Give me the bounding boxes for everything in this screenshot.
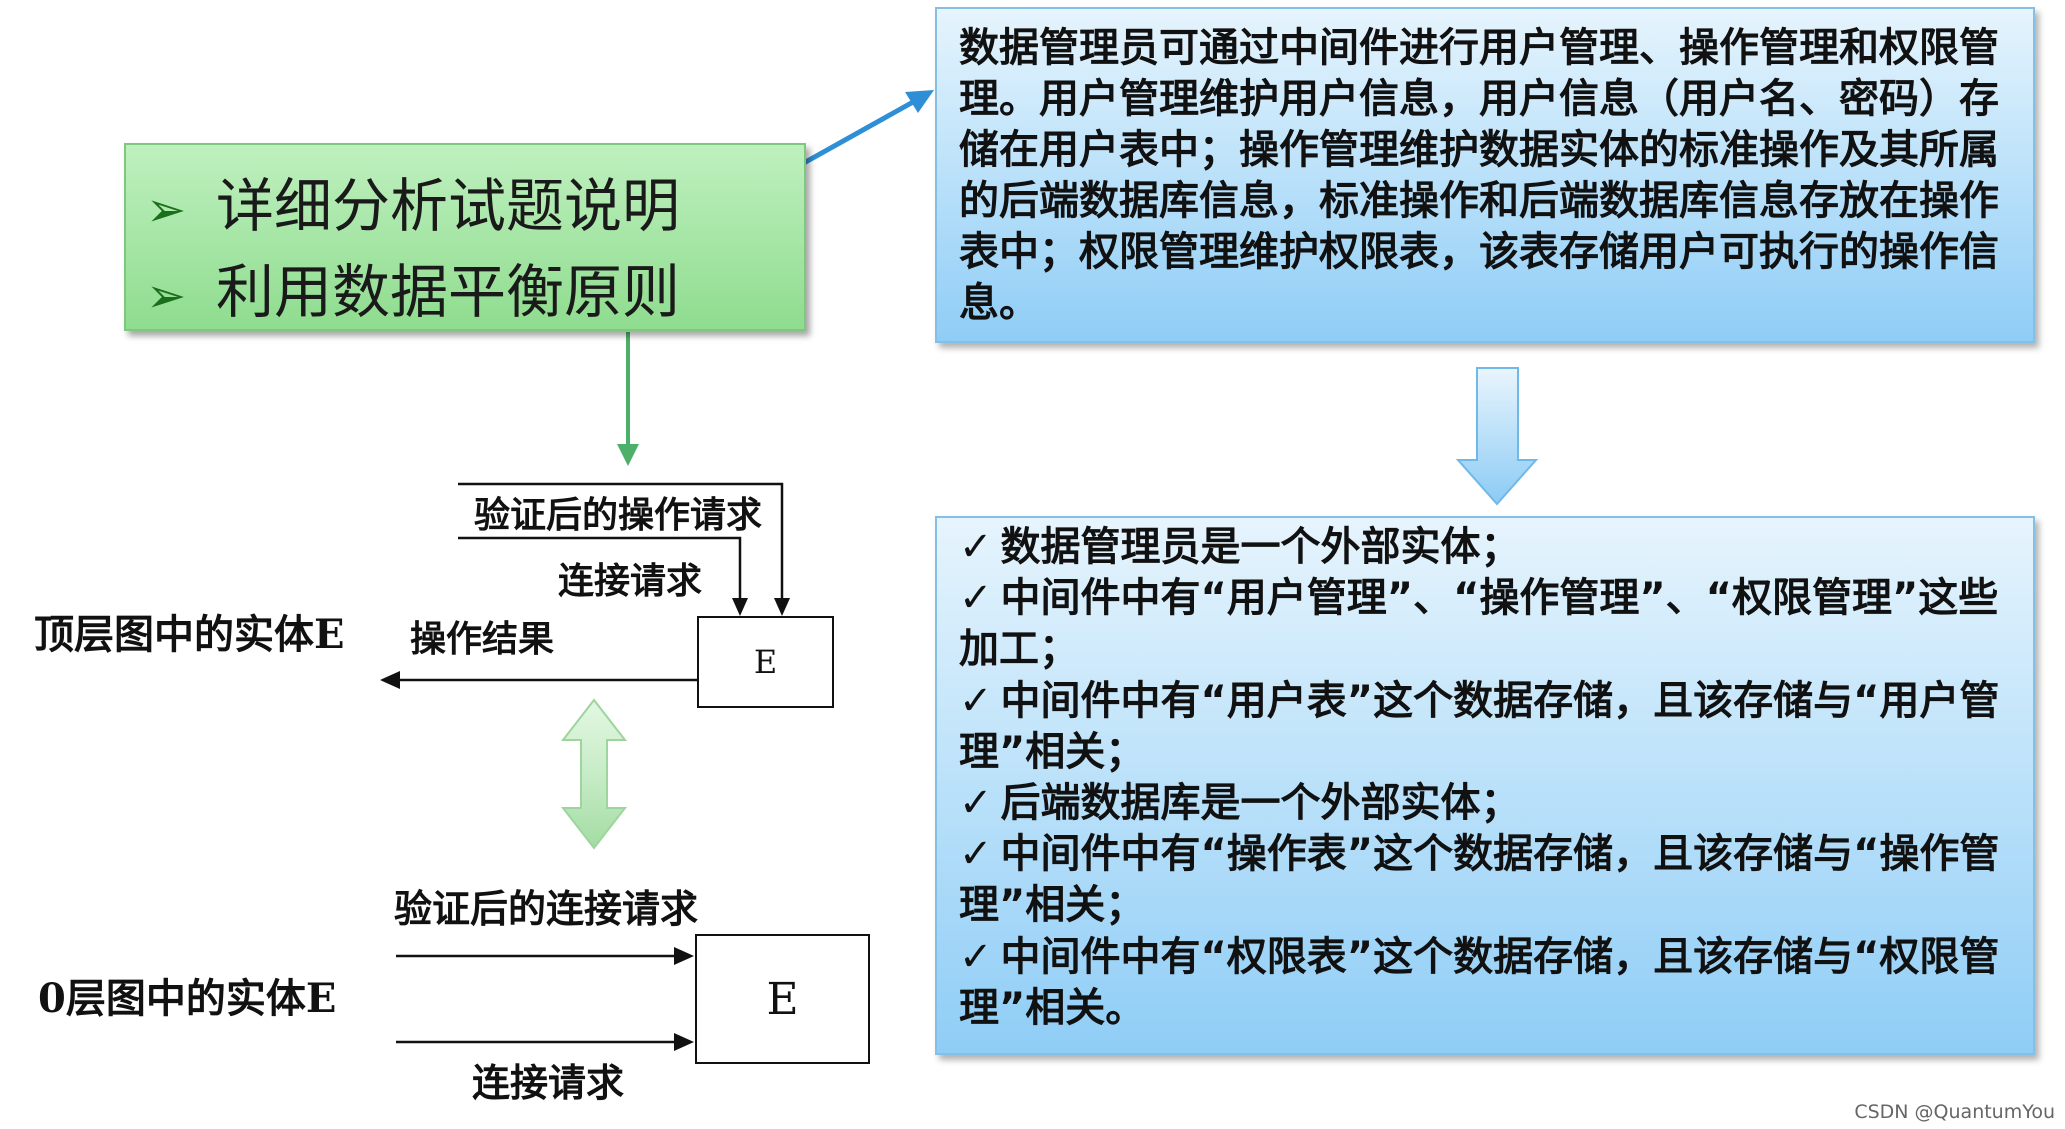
flow-label-verified-op: 验证后的操作请求: [474, 494, 763, 536]
analysis-item: ✓中间件中有“用户管理”、“操作管理”、“权限管理”这些加工；: [959, 575, 1999, 673]
check-icon: ✓: [959, 831, 993, 878]
flow-label-connect-0: 连接请求: [472, 1060, 625, 1105]
arrow-bullet-icon: ➢: [146, 268, 187, 324]
flow-connect-line: [458, 536, 748, 616]
analysis-item: ✓中间件中有“权限表”这个数据存储，且该存储与“权限管理”相关。: [959, 933, 2000, 1031]
top-level-caption: 顶层图中的实体E: [34, 611, 345, 658]
analysis-item: ✓数据管理员是一个外部实体；: [959, 524, 1521, 570]
down-arrow-icon: [617, 332, 639, 466]
level0-caption: 0层图中的实体E: [38, 975, 337, 1022]
analysis-item: ✓中间件中有“操作表”这个数据存储，且该存储与“操作管理”相关；: [959, 831, 2000, 929]
block-down-arrow-icon: [1455, 367, 1539, 506]
check-icon: ✓: [959, 933, 993, 980]
check-icon: ✓: [959, 780, 993, 827]
check-icon: ✓: [959, 524, 993, 570]
arrow-bullet-icon: ➢: [146, 182, 187, 238]
flow-label-connect: 连接请求: [558, 560, 703, 602]
check-icon: ✓: [959, 677, 993, 724]
flow-verified-op-line: [458, 482, 790, 616]
hint-item: ➢详细分析试题说明: [146, 172, 681, 240]
flow-label-verified-connect: 验证后的连接请求: [394, 886, 699, 931]
double-arrow-icon: [560, 698, 628, 850]
hint-box: ➢详细分析试题说明 ➢利用数据平衡原则: [124, 143, 806, 331]
problem-description-box: 数据管理员可通过中间件进行用户管理、操作管理和权限管理。用户管理维护用户信息，用…: [935, 7, 2035, 343]
flow-label-result: 操作结果: [410, 618, 555, 660]
flow-result-line: [380, 671, 697, 689]
flow-verified-connect-line: [396, 947, 694, 965]
hint-item: ➢利用数据平衡原则: [146, 258, 681, 326]
check-icon: ✓: [959, 575, 993, 622]
entity-e-top: E: [697, 616, 834, 708]
flow-connect-line-0: [396, 1033, 694, 1051]
analysis-box: ✓数据管理员是一个外部实体； ✓中间件中有“用户管理”、“操作管理”、“权限管理…: [935, 516, 2035, 1055]
analysis-item: ✓中间件中有“用户表”这个数据存储，且该存储与“用户管理”相关；: [959, 677, 2000, 775]
problem-description-text: 数据管理员可通过中间件进行用户管理、操作管理和权限管理。用户管理维护用户信息，用…: [959, 25, 1999, 326]
analysis-item: ✓后端数据库是一个外部实体；: [959, 780, 1521, 827]
entity-e-level0: E: [695, 934, 870, 1064]
watermark: CSDN @QuantumYou: [1854, 1101, 2055, 1123]
